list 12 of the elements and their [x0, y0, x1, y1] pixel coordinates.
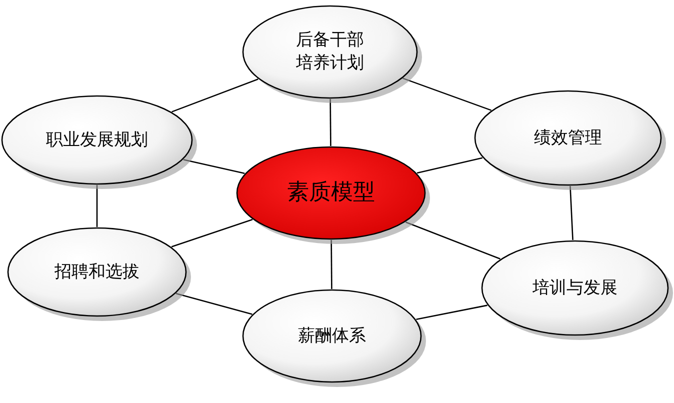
connector-line: [176, 292, 252, 315]
connector-line: [330, 240, 332, 289]
connector-line: [172, 78, 258, 112]
connector-line: [570, 186, 574, 240]
connector-line: [96, 185, 98, 227]
connector-line: [171, 218, 253, 248]
connector-line: [183, 158, 245, 174]
connector-line: [402, 78, 492, 111]
connector-line: [416, 157, 483, 174]
connector-line: [330, 99, 332, 146]
connector-line: [416, 304, 488, 320]
connector-line: [405, 222, 500, 260]
